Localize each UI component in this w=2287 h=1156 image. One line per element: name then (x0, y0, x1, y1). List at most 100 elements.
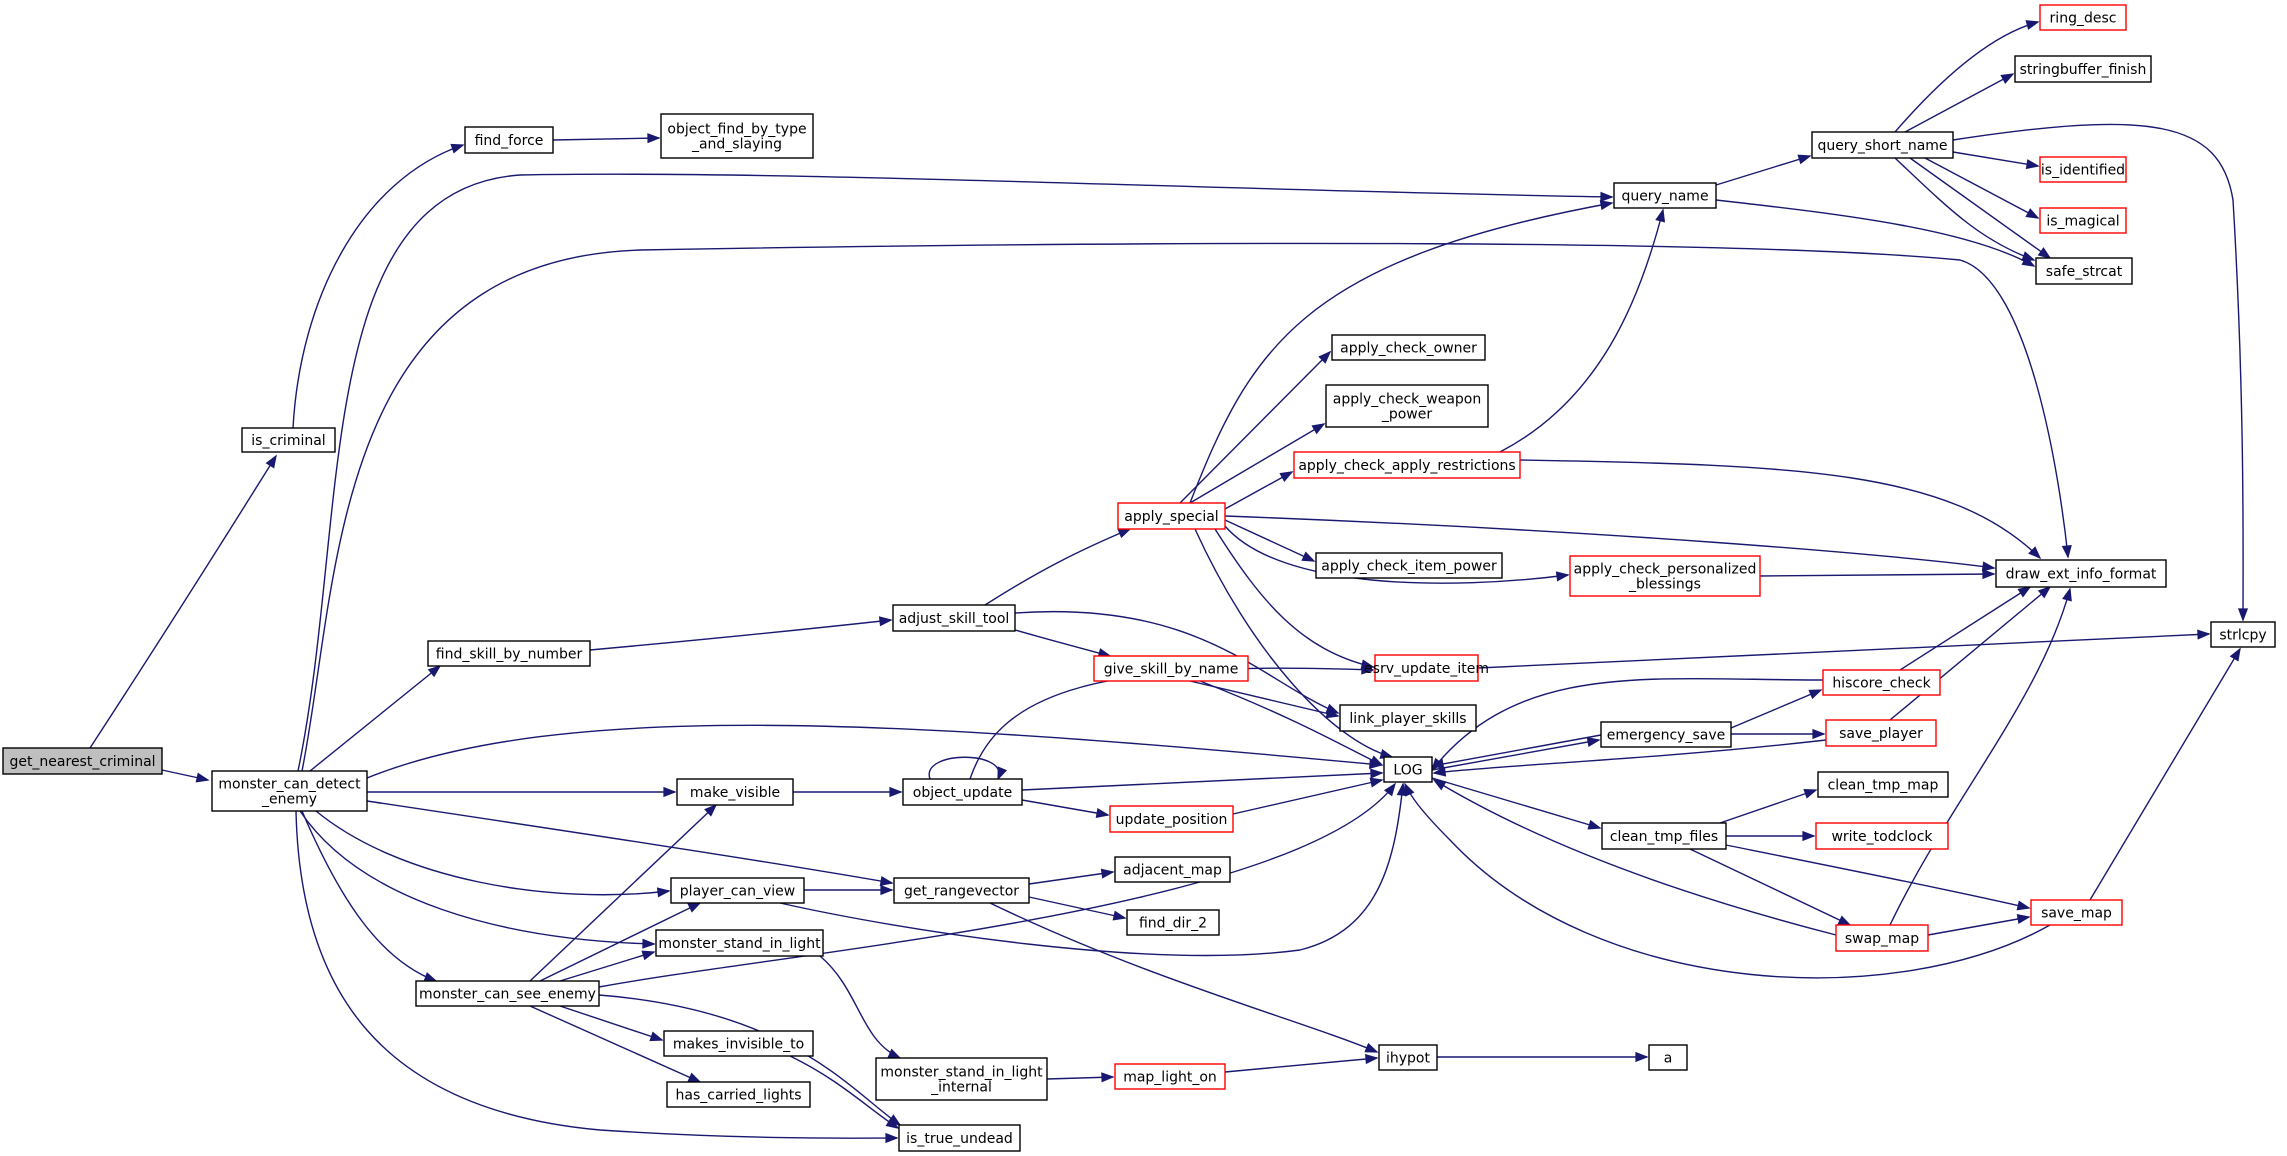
node-is-true-undead[interactable]: is_true_undead (898, 1124, 1021, 1152)
edge-apply_special-to-draw_ext_info_format (1224, 515, 1996, 572)
arrowhead (1318, 350, 1332, 364)
node-hiscore-check[interactable]: hiscore_check (1822, 669, 1941, 696)
node-monster-can-see-enemy[interactable]: monster_can_see_enemy (415, 980, 600, 1007)
edge-line (1730, 689, 1822, 729)
edge-monster_can_see_enemy-to-has_carried_lights (529, 1005, 702, 1083)
node-save-map[interactable]: save_map (2030, 899, 2123, 926)
edge-line (1927, 916, 2030, 936)
edge-find_force-to-object_find_by_type_and_slaying (552, 133, 661, 144)
node-label: save_player (1839, 726, 1923, 742)
node-find-skill-by-number[interactable]: find_skill_by_number (427, 640, 591, 667)
edge-line (1194, 528, 1393, 758)
edge-line (1431, 677, 1824, 771)
edge-monster_can_see_enemy-to-LOG (598, 782, 1397, 988)
node-apply-check-apply-restrictions[interactable]: apply_check_apply_restrictions (1293, 451, 1521, 479)
edge-line (589, 619, 892, 651)
node-label: query_name (1621, 189, 1708, 205)
node-is-identified[interactable]: is_identified (2039, 156, 2127, 183)
node-make-visible[interactable]: make_visible (676, 778, 794, 806)
node-player-can-view[interactable]: player_can_view (670, 877, 805, 904)
node-emergency-save[interactable]: emergency_save (1600, 721, 1732, 748)
node-label: a (1664, 1051, 1673, 1067)
node-object-update[interactable]: object_update (902, 778, 1023, 806)
arrowhead (1383, 782, 1397, 797)
node-find-force[interactable]: find_force (464, 126, 554, 154)
node-box (666, 1081, 811, 1108)
node-get-nearest-criminal[interactable]: get_nearest_criminal (2, 747, 163, 775)
node-apply-check-owner[interactable]: apply_check_owner (1331, 334, 1486, 361)
node-monster-stand-in-light-internal[interactable]: monster_stand_in_light_internal (875, 1057, 1048, 1101)
node-a[interactable]: a (1648, 1044, 1688, 1071)
node-box (1822, 669, 1941, 696)
node-box (655, 929, 824, 957)
edge-line (366, 724, 1382, 779)
node-is-magical[interactable]: is_magical (2039, 207, 2127, 234)
node-clean-tmp-files[interactable]: clean_tmp_files (1601, 822, 1727, 850)
node-map-light-on[interactable]: map_light_on (1114, 1063, 1226, 1090)
arrowhead (2062, 587, 2072, 602)
node-label: apply_check_item_power (1321, 559, 1497, 575)
node-strlcpy[interactable]: strlcpy (2210, 621, 2276, 648)
node-adjacent-map[interactable]: adjacent_map (1114, 856, 1231, 883)
arrowhead (1803, 788, 1818, 799)
arrowhead (1117, 528, 1132, 539)
edge-line (1715, 199, 2035, 267)
node-clean-tmp-map[interactable]: clean_tmp_map (1817, 771, 1949, 798)
node-ring-desc[interactable]: ring_desc (2039, 4, 2127, 31)
node-find-dir-2[interactable]: find_dir_2 (1126, 909, 1220, 936)
edge-line (1477, 633, 2210, 669)
node-ihypot[interactable]: ihypot (1378, 1044, 1438, 1071)
node-query-short-name[interactable]: query_short_name (1811, 131, 1954, 159)
node-label: player_can_view (680, 884, 795, 900)
edge-line (1433, 779, 1837, 936)
node-apply-check-weapon-power[interactable]: apply_check_weapon_power (1325, 384, 1489, 428)
node-update-position[interactable]: update_position (1109, 805, 1234, 833)
edge-line (1028, 871, 1114, 885)
node-box (1378, 1044, 1438, 1071)
edge-clean_tmp_files-to-swap_map (1689, 848, 1852, 926)
edge-object_update-to-update_position (1021, 799, 1110, 819)
node-apply-check-personalized-blessings[interactable]: apply_check_personalized_blessings (1569, 555, 1761, 597)
node-apply-special[interactable]: apply_special (1117, 502, 1226, 530)
node-esrv-update-item[interactable]: esrv_update_item (1364, 654, 1489, 682)
node-box (2030, 899, 2123, 926)
node-label: clean_tmp_map (1828, 778, 1939, 794)
edge-player_can_view-to-LOG (779, 782, 1407, 957)
node-box (1117, 502, 1226, 530)
edge-line (1014, 611, 1339, 714)
node-label: make_visible (690, 785, 780, 801)
edge-line (984, 528, 1131, 606)
node-query-name[interactable]: query_name (1613, 182, 1717, 209)
arrowhead (889, 786, 903, 798)
node-adjust-skill-tool[interactable]: adjust_skill_tool (892, 604, 1016, 632)
node-makes-invisible-to[interactable]: makes_invisible_to (663, 1030, 814, 1057)
node-label: stringbuffer_finish (2020, 62, 2147, 78)
node-monster-can-detect-enemy[interactable]: monster_can_detect_enemy (211, 770, 368, 812)
node-monster-stand-in-light[interactable]: monster_stand_in_light (655, 929, 824, 957)
arrowhead (885, 1132, 899, 1144)
edge-line (552, 137, 660, 141)
edge-object_update-to-esrv_update_item (969, 664, 1375, 780)
node-stringbuffer-finish[interactable]: stringbuffer_finish (2014, 55, 2152, 83)
node-label: query_short_name (1817, 138, 1947, 154)
node-box (1817, 771, 1949, 798)
node-swap-map[interactable]: swap_map (1835, 924, 1929, 952)
edge-apply_special-to-apply_check_weapon_power (1189, 423, 1326, 504)
node-link-player-skills[interactable]: link_player_skills (1339, 704, 1477, 732)
node-LOG[interactable]: LOG (1383, 756, 1433, 783)
node-save-player[interactable]: save_player (1825, 719, 1937, 747)
node-object-find-by-type-and-slaying[interactable]: object_find_by_type_and_slaying (660, 113, 814, 159)
node-safe-strcat[interactable]: safe_strcat (2035, 257, 2133, 285)
node-draw-ext-info-format[interactable]: draw_ext_info_format (1995, 559, 2167, 588)
edge-query_short_name-to-is_identified (1952, 151, 2040, 170)
node-get-rangevector[interactable]: get_rangevector (893, 877, 1030, 904)
node-write-todclock[interactable]: write_todclock (1815, 822, 1949, 850)
edge-line (1189, 202, 1613, 504)
edge-line (1189, 423, 1325, 504)
node-has-carried-lights[interactable]: has_carried_lights (666, 1081, 811, 1108)
node-label: save_map (2041, 906, 2112, 922)
node-is-criminal[interactable]: is_criminal (241, 427, 336, 453)
edge-monster_can_detect_enemy-to-make_visible (367, 786, 677, 798)
node-apply-check-item-power[interactable]: apply_check_item_power (1315, 552, 1503, 579)
node-give-skill-by-name[interactable]: give_skill_by_name (1093, 655, 1249, 682)
